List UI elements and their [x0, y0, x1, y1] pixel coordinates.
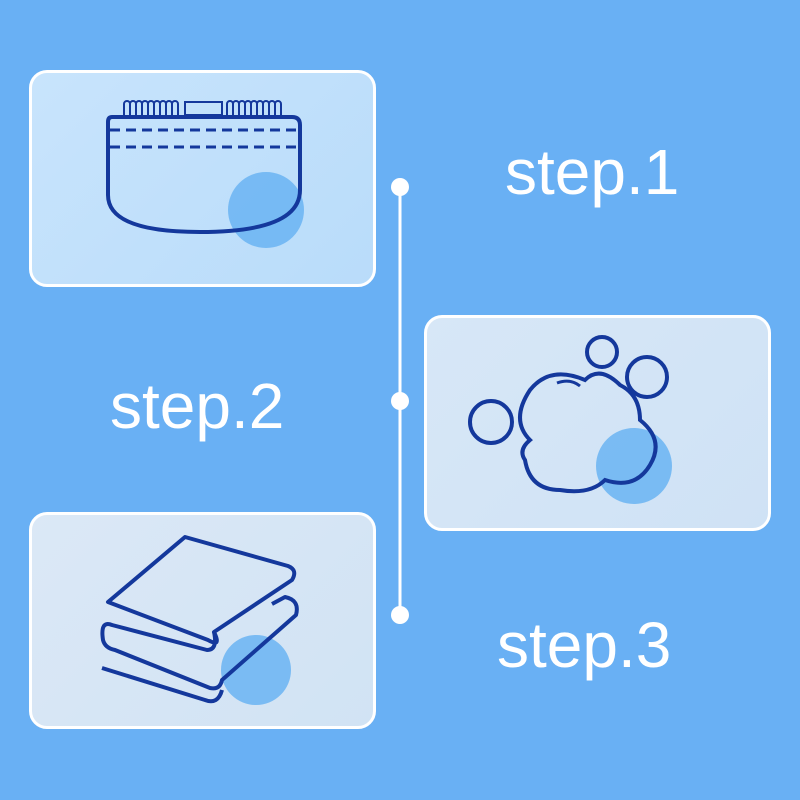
- timeline-dot-1: [391, 178, 409, 196]
- step-1-label: step.1: [505, 136, 680, 208]
- folded-towels-icon: [100, 535, 299, 705]
- timeline-dot-3: [391, 606, 409, 624]
- step-3-label: step.3: [497, 609, 672, 681]
- step-2-card: [424, 315, 771, 531]
- timeline: [391, 178, 409, 624]
- step-2-label: step.2: [110, 370, 285, 442]
- timeline-dot-2: [391, 392, 409, 410]
- shower-cap-icon: [106, 100, 304, 248]
- step-1-card: [29, 70, 376, 287]
- step-3-card: [29, 512, 376, 729]
- foam-bubbles-icon: [468, 335, 672, 504]
